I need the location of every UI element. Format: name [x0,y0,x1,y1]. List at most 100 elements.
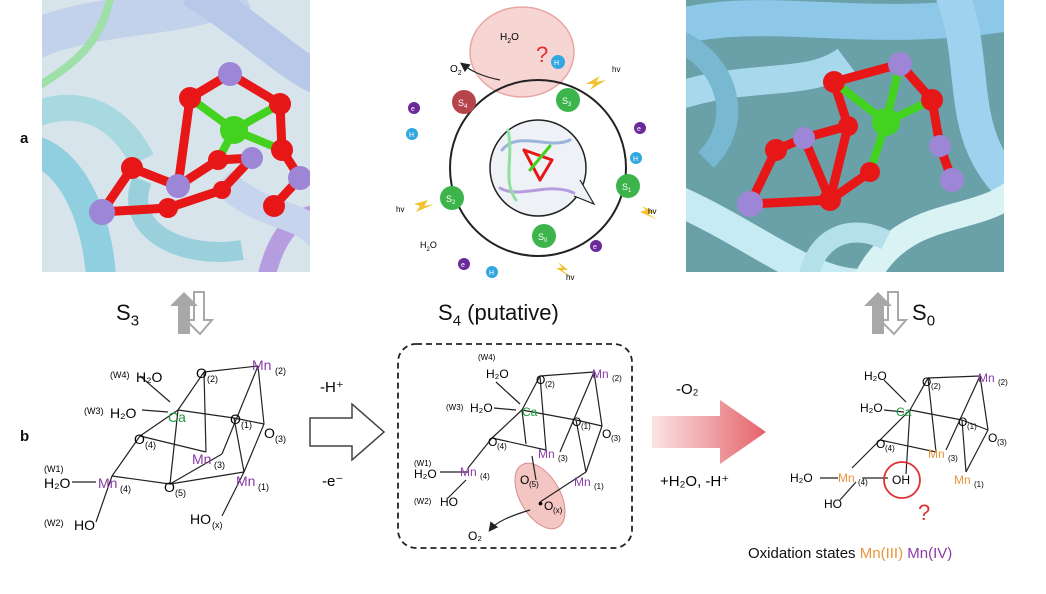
s3-cluster-render [42,0,310,272]
node-s1: S1 [616,174,640,198]
electron-label-2: e [637,126,641,133]
proton-icon [551,55,565,69]
s4-mn4: Mn [460,465,477,479]
step1-bottom-label: -e⁻ [322,473,343,490]
s3-mn1: Mn [236,473,255,489]
s4-o2-released: O₂ [468,529,482,543]
s0-h2o-w1: H₂O [790,471,813,485]
s0-mn4-sub: (4) [858,478,868,487]
s3-o1: O [230,411,241,427]
s4-o4: O [488,435,497,449]
s0-question-mark: ? [918,500,930,525]
s3-o3-sub: (3) [275,434,286,444]
s3-mn2-sub: (2) [275,366,286,376]
s0-o1-sub: (1) [967,422,977,431]
state-label-s4: S4 (putative) [438,300,559,330]
s4-o1-sub: (1) [581,422,591,431]
proton-icons [406,128,642,278]
node-s4: S4 [452,90,476,114]
s3-ca: Ca [168,409,186,425]
step2-top-label: -O₂ [676,381,699,398]
s4-mn2-sub: (2) [612,374,622,383]
cycle-water-bottom: H2O [420,240,437,253]
s0-structure [820,375,989,501]
s3-o5-sub: (5) [175,488,186,498]
s3-structure [72,365,265,523]
s0-mn2: Mn [978,371,995,385]
proton-label-3: H [489,270,494,277]
s3-mn2: Mn [252,357,271,373]
s4-o5: O [520,473,529,487]
light-bolt-icons [414,76,658,278]
s0-cluster-svg [686,0,1004,272]
state-label-s0: S0 [912,300,936,330]
s0-mn1: Mn [954,473,971,487]
s3-h2o-w3: H₂O [110,405,137,421]
electron-label-4: e [461,262,465,269]
s0-mn1-sub: (1) [974,480,984,489]
s4-o4-sub: (4) [497,442,507,451]
s4-structure [440,371,603,532]
s0-o3-sub: (3) [997,438,1007,447]
proton-label-1: H [409,132,414,139]
s3-o2-sub: (2) [207,374,218,384]
electron-label-3: e [593,244,597,251]
s4-mn1-sub: (1) [594,482,604,491]
s0-mn3-sub: (3) [948,454,958,463]
s4-ox-o: O [544,499,553,513]
hv-label-2: hv [648,207,656,216]
water-bubble [469,6,575,98]
s4-o3: O [602,427,611,441]
svg-text:S3: S3 [562,96,572,108]
s4-mn3: Mn [538,447,555,461]
kok-cycle-diagram: ? H2O H O2 S4 S3 S2 S1 S0 [396,6,658,282]
s3-w1: (W1) [44,464,64,474]
s4-mn4-sub: (4) [480,472,490,481]
s4-o2-sub: (2) [545,380,555,389]
s4-ca: Ca [522,405,538,419]
hv-label-4: hv [566,273,574,282]
s4-o3-sub: (3) [611,434,621,443]
s0-oh: OH [892,473,910,487]
step1-top-label: -H⁺ [320,379,344,396]
bubble-water: H2O [500,32,519,45]
s4-w4: (W4) [478,353,496,362]
s4-h2o-w4: H₂O [486,367,509,381]
s0-mn3: Mn [928,447,945,461]
s3-o5: O [164,479,175,495]
s4-highlight-ellipse [514,462,566,530]
s0-transition-arrows [864,291,908,336]
s3-mn3: Mn [192,451,211,467]
s4-o1: O [572,415,581,429]
s3-h2o-w4: H₂O [136,369,163,385]
s0-mn4: Mn [838,471,855,485]
s3-o4-sub: (4) [145,440,156,450]
s3-mn4-sub: (4) [120,484,131,494]
s3-o2: O [196,365,207,381]
s0-o4-sub: (4) [885,444,895,453]
s0-mn2-sub: (2) [998,378,1008,387]
s0-h2o-mid: H₂O [860,401,883,415]
node-s3: S3 [556,88,580,112]
node-s2: S2 [440,186,464,210]
legend-mn3: Mn(III) [859,545,904,562]
electron-label-1: e [411,106,415,113]
s0-o4: O [876,437,885,451]
proton-label-2: H [633,156,638,163]
s4-w1: (W1) [414,459,432,468]
s0-h2o-top: H₂O [864,369,887,383]
step2-arrow [652,400,766,464]
s4-h2o-w1: H₂O [414,467,437,481]
s4-w2: (W2) [414,497,432,506]
s4-dashed-box [397,343,633,549]
node-s0: S0 [532,224,556,248]
legend-mn4: Mn(IV) [907,545,953,562]
s3-o3: O [264,425,275,441]
s0-oh-highlight [883,461,921,499]
state-label-s3: S3 [116,300,140,330]
svg-text:S1: S1 [622,182,632,194]
s3-transition-arrows [170,291,214,336]
o2-label: O2 [450,64,462,77]
inner-structure-circle [489,119,587,217]
electron-icons [408,102,646,270]
